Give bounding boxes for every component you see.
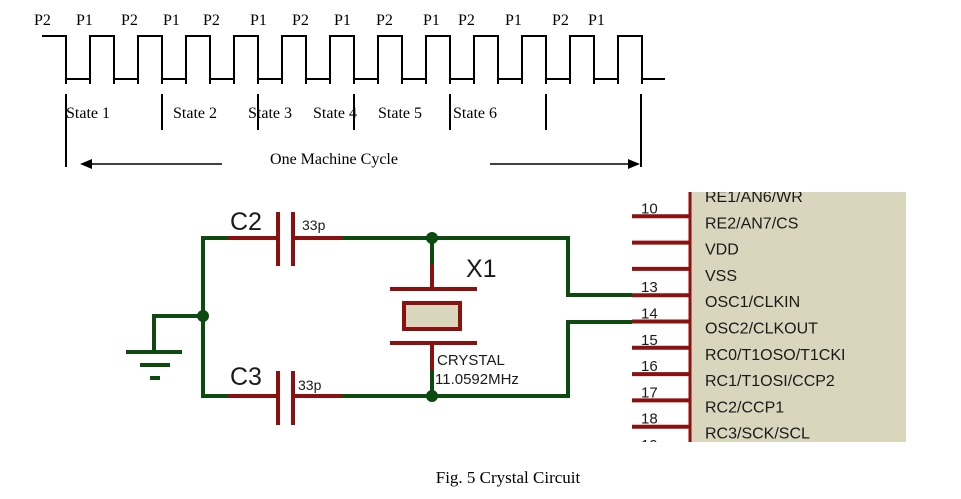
osc2-wire (342, 320, 632, 398)
chip-pin-name: RC0/T1OSO/T1CKI (705, 347, 845, 364)
oscillator-circuit: C2 33p C3 33p X1 CRYSTAL 11.0592MHz (126, 189, 906, 454)
chip-pin-number: 16 (641, 358, 658, 375)
state-label: State 1 (66, 105, 110, 122)
edge-ticks (65, 79, 643, 84)
phase-label: P1 (250, 12, 267, 29)
phase-label: P2 (203, 12, 220, 29)
phase-label: P1 (334, 12, 351, 29)
c2-ref-label: C2 (230, 208, 262, 236)
phase-label: P2 (458, 12, 475, 29)
crystal-x1: X1 CRYSTAL 11.0592MHz (390, 255, 519, 388)
ground-icon (126, 350, 182, 380)
chip-pin-number: 14 (641, 306, 658, 323)
chip-pin-number: 17 (641, 384, 658, 401)
chip-pin-name: RE2/AN7/CS (705, 215, 798, 232)
phase-label: P2 (292, 12, 309, 29)
chip-pin-name: RC2/CCP1 (705, 399, 784, 416)
chip-pin-number: 18 (641, 411, 658, 428)
machine-cycle-label: One Machine Cycle (270, 151, 398, 168)
c2-value-label: 33p (302, 217, 326, 233)
chip-pin-number: 13 (641, 279, 658, 296)
figure-caption: Fig. 5 Crystal Circuit (436, 468, 581, 487)
phase-label: P1 (423, 12, 440, 29)
crystal-ref-label: X1 (466, 255, 497, 283)
arrow-right-head-icon (628, 159, 640, 169)
junction-node (426, 390, 438, 402)
crystal-frequency-label: 11.0592MHz (435, 371, 519, 388)
chip-pin-name: RC3/SCK/SCL (705, 426, 810, 443)
arrow-left-head-icon (80, 159, 92, 169)
phase-labels: P2 P1 P2 P1 P2 P1 P2 P1 P2 P1 P2 P1 P2 P1 (34, 12, 605, 29)
capacitor-c2: C2 33p (228, 208, 342, 266)
phase-label: P2 (376, 12, 393, 29)
c3-value-label: 33p (298, 377, 322, 393)
c3-ref-label: C3 (230, 363, 262, 391)
chip-pin-number: 15 (641, 332, 658, 349)
chip-pin-number: 10 (641, 200, 658, 217)
junction-node (426, 232, 438, 244)
clock-waveform (42, 35, 665, 80)
capacitor-c3: C3 33p (228, 363, 342, 425)
chip-pin-name: OSC1/CLKIN (705, 294, 800, 311)
chip-body (690, 192, 906, 442)
state-label: State 6 (453, 105, 497, 122)
phase-label: P2 (552, 12, 569, 29)
crystal-type-label: CRYSTAL (437, 352, 505, 369)
state-label: State 3 (248, 105, 292, 122)
osc1-wire (342, 236, 632, 297)
ground-wire (152, 314, 203, 352)
chip-pin-name: RE1/AN6/WR (705, 189, 803, 206)
phase-label: P1 (505, 12, 522, 29)
timing-diagram: P2 P1 P2 P1 P2 P1 P2 P1 P2 P1 P2 P1 P2 P1 State 1 Sta… (34, 12, 665, 169)
state-label: State 2 (173, 105, 217, 122)
phase-label: P2 (34, 12, 51, 29)
chip-pin-name: OSC2/CLKOUT (705, 321, 818, 338)
chip-pin-name: VSS (705, 268, 737, 285)
junction-node (197, 310, 209, 322)
chip-pin-number: 19 (641, 437, 658, 454)
chip-pin-name: RC1/T1OSI/CCP2 (705, 373, 835, 390)
chip-pin-name: VDD (705, 242, 739, 259)
phase-label: P1 (76, 12, 93, 29)
phase-label: P1 (163, 12, 180, 29)
phase-label: P1 (588, 12, 605, 29)
state-label: State 5 (378, 105, 422, 122)
phase-label: P2 (121, 12, 138, 29)
state-label: State 4 (313, 105, 357, 122)
